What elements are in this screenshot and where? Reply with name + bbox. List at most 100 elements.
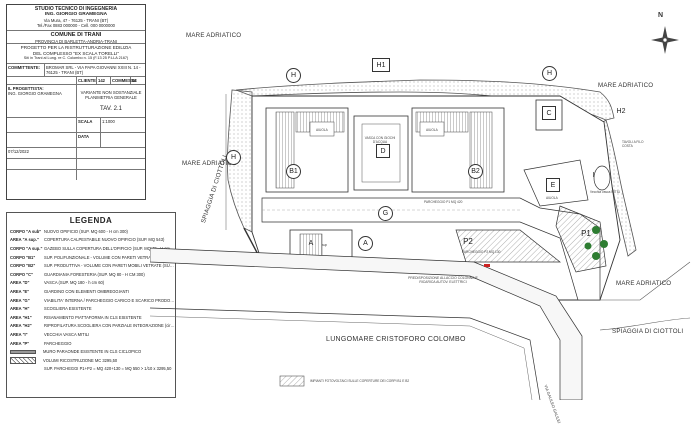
legend-key: AREA "G" — [10, 297, 30, 303]
engineer-name: ING. GIORGIO GRAMEGNA — [44, 12, 108, 18]
sea-label-top: MARE ADRIATICO — [186, 32, 242, 39]
parcheggio-p1-label: PARCHEGGIO P1 MQ 420 — [424, 200, 463, 204]
zone-h-top: H — [286, 68, 301, 83]
legend-row: MURO PARAONDE ESISTENTE IN CLS CICLOPICO — [7, 347, 175, 356]
legend-row: CORPO "A sub"NUOVO OPIFICIO (SUP. MQ 600… — [7, 227, 175, 236]
sea-label-right: MARE ADRIATICO — [598, 82, 654, 89]
committente-value: BROMAR SRL - VIA PAPA GIOVANNI XXIII N. … — [46, 65, 141, 76]
tavoli-label: TAVOLI A FILO COSTA — [622, 140, 644, 148]
aiuola-label-e: AIUOLA — [546, 196, 558, 200]
legend: LEGENDA CORPO "A sub"NUOVO OPIFICIO (SUP… — [6, 212, 176, 398]
impianti-label: IMPIANTI FOTOVOLTAICI SULLE COPERTURE DE… — [310, 379, 410, 383]
legend-row: AREA "H2"RIPROFILATURA SCOGLIERA CON PAR… — [7, 322, 175, 331]
provincia-title: PROVINCIA DI BARLETTA-ANDRIA-TRANI — [35, 38, 117, 44]
zone-a: A — [358, 236, 373, 251]
commessa-label: COMMESSA — [112, 77, 137, 84]
vasca-giochi-label: VASCA CON GIOCHI D'ACQUA — [364, 136, 396, 144]
trees — [584, 226, 608, 260]
scala-value: 1:1000 — [102, 119, 115, 124]
studio-name: STUDIO TECNICO DI INGEGNERIA — [34, 6, 118, 12]
area-i-vasca — [593, 165, 611, 191]
legend-row: CORPO "A sup."GAZEBO SULLA COPERTURA DEL… — [7, 244, 175, 253]
project-line-2: DEL COMPLESSO "EX SCALA TORELLI" — [32, 50, 120, 56]
project-line-3: Siti in Trani al Lung. re C. Colombo n. … — [23, 56, 129, 61]
legend-key: AREA "I" — [10, 331, 28, 337]
pv-symbol — [279, 375, 305, 387]
parking-p2 — [455, 229, 561, 263]
legend-key: CORPO "A sub" — [10, 228, 42, 234]
legend-key: AREA "P" — [10, 340, 30, 346]
progettista-value: ING. GIORGIO GRAMEGNA — [8, 91, 62, 97]
north-compass — [651, 26, 679, 54]
tavola-number: TAV. 2.1 — [100, 105, 122, 112]
legend-key: CORPO "C" — [10, 271, 33, 277]
aiuola-b2 — [419, 121, 445, 137]
legend-row: AREA "E"GIARDINO CON ELEMENTI OMBREGGIAN… — [7, 287, 175, 296]
legend-key: AREA "H2" — [10, 323, 32, 329]
commessa-value: 02 — [132, 78, 137, 83]
zone-b1: B1 — [286, 164, 301, 179]
comune-title: COMUNE DI TRANI — [50, 32, 102, 38]
aiuola-label-b2: AIUOLA — [426, 128, 438, 132]
lungomare-label: LUNGOMARE CRISTOFORO COLOMBO — [326, 336, 466, 343]
zone-e: E — [546, 178, 560, 192]
compass-north-label: N — [658, 12, 664, 19]
aiuola-label-b1: AIUOLA — [316, 128, 328, 132]
lungomare-road — [150, 247, 583, 400]
zone-h1: H1 — [372, 58, 390, 72]
shoreline-top — [235, 79, 615, 121]
legend-row: CORPO "B2"SUP. PRODUTTIVA - VOLUME CON P… — [7, 261, 175, 270]
legend-key: AREA "A sup." — [10, 237, 39, 243]
zone-g: G — [378, 206, 393, 221]
legend-row: AREA "D"VASCA (SUP. MQ 180 - h cm 60) — [7, 279, 175, 288]
legend-rows: CORPO "A sub"NUOVO OPIFICIO (SUP. MQ 600… — [7, 227, 175, 373]
legend-title: LEGENDA — [69, 216, 113, 225]
legend-key: AREA "D" — [10, 280, 30, 286]
legend-row: CORPO "C"GUARDIANIA FORESTERIA (SUP. MQ … — [7, 270, 175, 279]
legend-row: AREA "I"VECCHIA VASCA MITILI — [7, 330, 175, 339]
zone-i: I — [592, 172, 595, 179]
legend-key: CORPO "B2" — [10, 263, 36, 269]
legend-row: AREA "G"VIABILITA' INTERNA / PARCHEGGIO … — [7, 296, 175, 305]
legend-key: CORPO "A sup." — [10, 245, 43, 251]
zone-h-left: H — [226, 150, 241, 165]
sea-label-bottom-right: MARE ADRIATICO — [616, 280, 672, 287]
area-d-vasca — [353, 115, 409, 191]
data-label: DATA — [77, 133, 101, 147]
legend-row: AREA "H1"RISANAMENTO PIATTAFORMA IN CLS … — [7, 313, 175, 322]
sea-label-left: MARE ADRIATICO — [182, 160, 238, 167]
predisposizione-label: PREDISPOSIZIONE ALLACCIO COLONNINE RICAR… — [408, 276, 478, 285]
project-line-1: PROGETTO PER LA RISTRUTTURAZIONE EDILIZI… — [20, 45, 132, 50]
studio-phone: Tel./Fax 0883 000000 - Cell. 000 0000000 — [37, 23, 115, 29]
studio-contacts: Via Mura, 47 - 76125 - TRANI (BT) — [43, 18, 109, 24]
site-plan — [150, 26, 691, 400]
ev-charging-mark — [484, 264, 490, 267]
aiuola-b1 — [309, 121, 335, 137]
cliente-value: 142 — [97, 77, 111, 84]
zone-a-building: A — [308, 239, 314, 247]
legend-key: CORPO "B1" — [10, 254, 36, 260]
spiaggia-right: SPIAGGIA DI CIOTTOLI — [612, 328, 684, 335]
zone-p1: P1 — [581, 228, 591, 238]
date-value: 07/12/2022 — [7, 148, 77, 158]
legend-key: AREA "H" — [10, 306, 30, 312]
sub-label: sup — [322, 243, 328, 247]
zone-h2: H2 — [616, 107, 626, 115]
hatch-symbol — [10, 356, 36, 364]
committente-label: COMMITTENTE: — [7, 64, 45, 76]
legend-row: AREA "P"PARCHEGGIO — [7, 339, 175, 348]
title-block: STUDIO TECNICO DI INGEGNERIA ING. GIORGI… — [6, 4, 146, 200]
parcheggio-p2-label: PARCHEGGIO P2 MQ 130 — [462, 250, 501, 254]
scala-label: SCALA — [77, 118, 101, 132]
legend-row: CORPO "B1"SUP. POLIFUNZIONALE - VOLUME C… — [7, 253, 175, 262]
zone-b2: B2 — [468, 164, 483, 179]
vecchia-vasca-label: Vecchia vasca MITILI — [590, 190, 621, 194]
wall-symbol — [10, 349, 36, 354]
zone-h-right: H — [542, 66, 557, 81]
progettista-label: IL PROGETTISTA: — [8, 86, 44, 91]
legend-row: AREA "H"SCOGLIERA ESISTENTE — [7, 304, 175, 313]
zone-c: C — [542, 106, 556, 120]
legend-row: VOLUMI RICOSTRUZIONE MC 3295,50 — [7, 356, 175, 365]
zone-p2: P2 — [463, 236, 473, 246]
tavola-description: VARIANTE NON SOSTANZIALE PLANIMETRIA GEN… — [80, 90, 142, 101]
